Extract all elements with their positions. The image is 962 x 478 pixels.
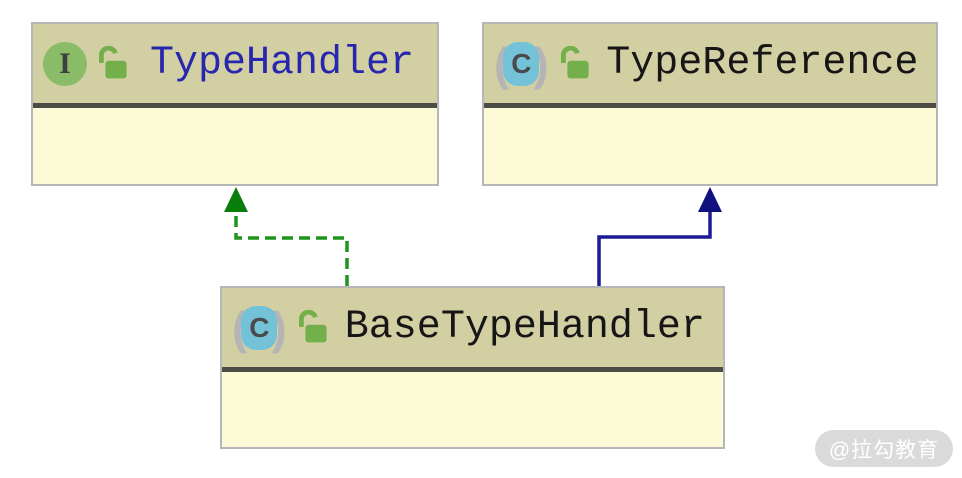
extends-arrowhead-icon	[698, 187, 722, 212]
class-icon-letter: C	[503, 41, 540, 86]
class-node-basetypehandler[interactable]: (C) BaseTypeHandler	[220, 286, 725, 449]
class-icon: (C)	[232, 301, 287, 354]
class-icon: (C)	[494, 37, 549, 90]
open-lock-icon	[95, 45, 129, 82]
node-members-section-typehandler	[33, 108, 437, 184]
class-node-typehandler[interactable]: I TypeHandler	[31, 22, 439, 186]
node-title-typehandler: TypeHandler	[149, 40, 415, 86]
extends-edge-line	[597, 211, 712, 286]
implements-edge-basetypehandler-to-typehandler[interactable]	[224, 187, 349, 286]
implements-arrowhead-icon	[224, 187, 248, 212]
implements-edge-line	[234, 211, 349, 286]
open-lock-icon	[295, 309, 329, 346]
interface-icon: I	[43, 41, 87, 86]
class-node-typereference[interactable]: (C) TypeReference	[482, 22, 938, 186]
node-header-basetypehandler: (C) BaseTypeHandler	[222, 288, 723, 372]
watermark-badge: @拉勾教育	[815, 430, 953, 467]
node-title-basetypehandler: BaseTypeHandler	[344, 304, 705, 350]
extends-edge-basetypehandler-to-typereference[interactable]	[597, 187, 722, 286]
node-header-typehandler: I TypeHandler	[33, 24, 437, 108]
node-title-typereference: TypeReference	[606, 40, 919, 86]
node-members-section-basetypehandler	[222, 372, 723, 447]
node-members-section-typereference	[484, 108, 936, 184]
open-lock-icon	[557, 45, 591, 82]
node-header-typereference: (C) TypeReference	[484, 24, 936, 108]
interface-icon-letter: I	[59, 46, 71, 80]
class-icon-letter: C	[241, 305, 278, 350]
